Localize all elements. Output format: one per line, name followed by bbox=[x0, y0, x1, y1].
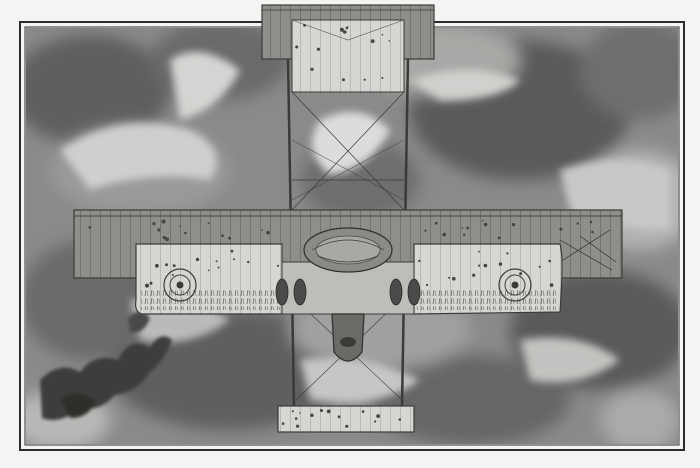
fabric-speck bbox=[310, 413, 314, 417]
fabric-speck bbox=[320, 409, 323, 412]
fabric-speck bbox=[179, 225, 182, 228]
fabric-speck bbox=[483, 263, 488, 268]
fabric-speck bbox=[342, 78, 345, 82]
fabric-speck bbox=[497, 236, 501, 240]
fabric-speck bbox=[549, 283, 554, 287]
fabric-speck bbox=[171, 273, 174, 276]
fabric-speck bbox=[337, 415, 341, 419]
fabric-speck bbox=[559, 227, 563, 231]
tail-plane bbox=[277, 405, 415, 433]
fabric-speck bbox=[463, 233, 466, 236]
fabric-speck bbox=[398, 418, 402, 421]
fabric-speck bbox=[345, 26, 348, 30]
fabric-speck bbox=[172, 264, 176, 268]
fabric-speck bbox=[161, 219, 166, 224]
fabric-speck bbox=[149, 281, 153, 285]
fabric-speck bbox=[291, 410, 294, 413]
fabric-speck bbox=[221, 234, 225, 238]
aircraft bbox=[73, 4, 623, 433]
fabric-speck bbox=[343, 30, 347, 34]
fabric-speck bbox=[591, 230, 594, 234]
fabric-speck bbox=[207, 269, 210, 272]
fabric-speck bbox=[483, 222, 488, 227]
fabric-speck bbox=[233, 258, 236, 261]
wing-roundel-left bbox=[163, 268, 197, 302]
fabric-speck bbox=[418, 259, 421, 263]
fabric-speck bbox=[478, 250, 480, 253]
fabric-speck bbox=[296, 424, 300, 428]
fabric-speck bbox=[316, 47, 320, 51]
fabric-speck bbox=[195, 257, 200, 262]
fabric-speck bbox=[162, 235, 167, 240]
fabric-speck bbox=[519, 272, 523, 276]
fabric-speck bbox=[506, 252, 509, 255]
fabric-speck bbox=[228, 236, 232, 240]
fabric-speck bbox=[326, 409, 331, 414]
fabric-speck bbox=[448, 276, 451, 279]
fabric-speck bbox=[363, 78, 366, 81]
fabric-speck bbox=[295, 45, 299, 49]
fabric-speck bbox=[303, 23, 306, 27]
fabric-speck bbox=[215, 260, 218, 263]
fabric-speck bbox=[281, 422, 285, 425]
fabric-speck bbox=[267, 232, 270, 235]
fabric-speck bbox=[247, 260, 250, 264]
fabric-speck bbox=[478, 264, 481, 267]
fabric-speck bbox=[152, 222, 156, 226]
fabric-speck bbox=[374, 420, 377, 423]
front-elevator bbox=[261, 4, 435, 93]
fabric-speck bbox=[261, 229, 264, 232]
fabric-speck bbox=[461, 227, 464, 229]
fabric-speck bbox=[217, 266, 220, 269]
fabric-speck bbox=[276, 264, 280, 267]
fabric-speck bbox=[294, 417, 298, 420]
fabric-speck bbox=[370, 39, 375, 43]
fabric-speck bbox=[145, 283, 149, 288]
fabric-speck bbox=[165, 263, 168, 267]
fabric-speck bbox=[511, 223, 516, 227]
fabric-speck bbox=[361, 410, 365, 413]
fabric-markings bbox=[88, 23, 594, 428]
fabric-speck bbox=[165, 237, 170, 242]
fabric-speck bbox=[207, 222, 210, 225]
cockpit bbox=[331, 313, 365, 362]
wing-roundel-right bbox=[498, 268, 532, 302]
fabric-speck bbox=[310, 67, 314, 71]
fabric-speck bbox=[381, 77, 384, 79]
fabric-speck bbox=[538, 265, 541, 268]
engine-nacelle bbox=[303, 227, 393, 273]
fabric-speck bbox=[452, 276, 456, 281]
fabric-speck bbox=[230, 249, 234, 253]
fabric-speck bbox=[299, 412, 301, 414]
fabric-speck bbox=[434, 221, 438, 225]
fabric-speck bbox=[339, 27, 344, 32]
fabric-speck bbox=[381, 34, 384, 36]
fabric-speck bbox=[184, 231, 187, 235]
fabric-speck bbox=[424, 229, 427, 232]
fabric-speck bbox=[576, 222, 579, 225]
fabric-speck bbox=[345, 424, 349, 428]
fabric-speck bbox=[498, 262, 503, 266]
fabric-speck bbox=[426, 283, 429, 287]
fabric-speck bbox=[472, 273, 476, 277]
fabric-speck bbox=[155, 263, 159, 268]
fabric-speck bbox=[589, 220, 593, 224]
fabric-speck bbox=[466, 226, 469, 230]
fabric-speck bbox=[442, 232, 447, 237]
fabric-speck bbox=[376, 414, 380, 418]
fabric-speck bbox=[88, 226, 92, 229]
engines bbox=[275, 278, 421, 306]
fabric-speck bbox=[157, 228, 161, 232]
fabric-speck bbox=[388, 40, 391, 42]
fabric-speck bbox=[548, 259, 551, 263]
fabric-speck bbox=[481, 219, 484, 222]
